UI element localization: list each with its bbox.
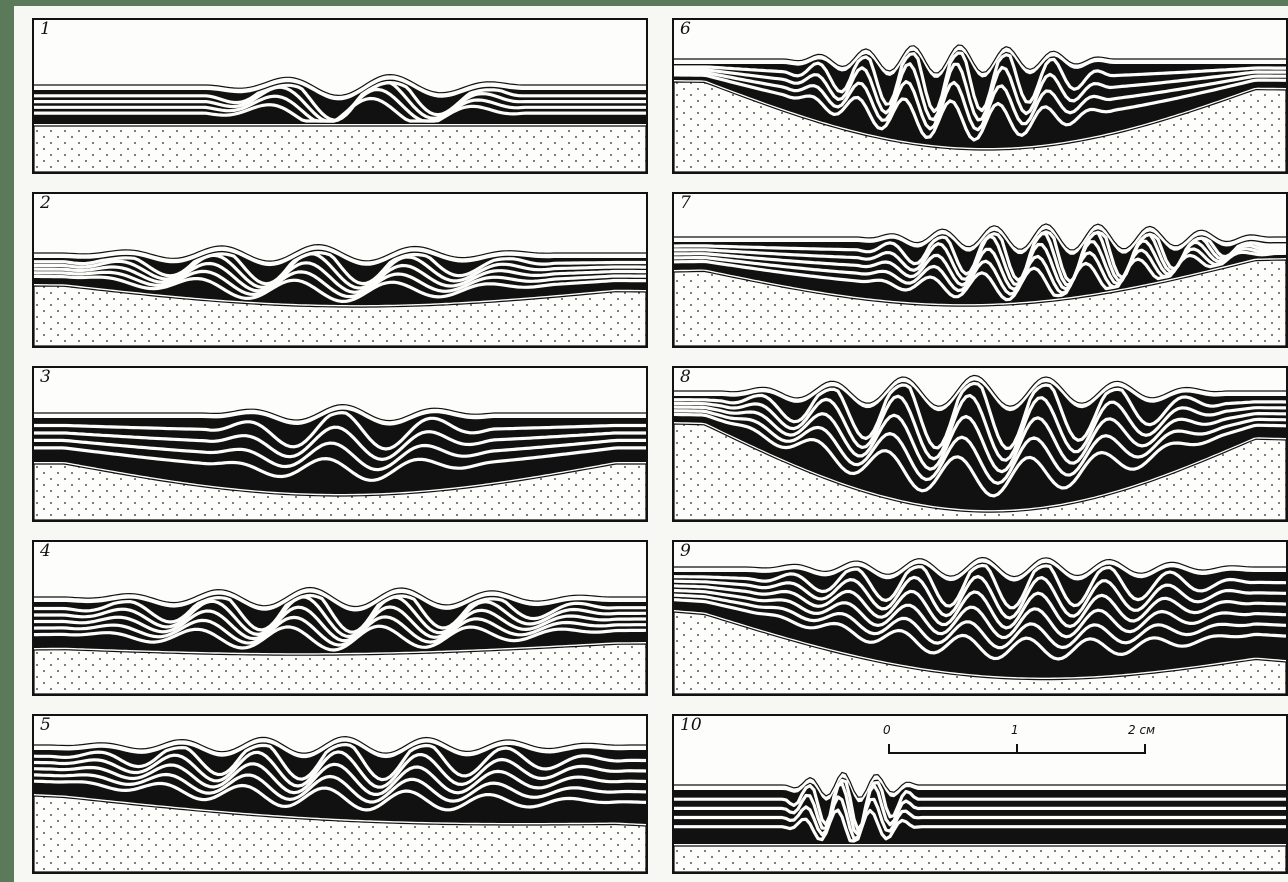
panel-6: 6 xyxy=(672,18,1288,174)
panel-9: 9 xyxy=(672,540,1288,696)
scale-label-1: 1 xyxy=(1011,724,1019,736)
panel-1: 1 xyxy=(32,18,648,174)
scale-tick-2 xyxy=(1144,744,1146,754)
fold-section-8 xyxy=(674,368,1286,520)
scale-tick-1 xyxy=(1016,744,1018,754)
panel-number: 7 xyxy=(680,195,691,212)
panel-8: 8 xyxy=(672,366,1288,522)
panel-5: 5 xyxy=(32,714,648,874)
sand-base xyxy=(34,126,646,172)
panel-number: 5 xyxy=(40,717,51,734)
fold-section-4 xyxy=(34,542,646,694)
fold-section-7 xyxy=(674,194,1286,346)
panel-number: 1 xyxy=(40,21,51,38)
panel-number: 4 xyxy=(40,543,51,560)
panel-10: 10 0 1 2 см xyxy=(672,714,1288,874)
scale-bar: 0 1 2 см xyxy=(874,724,1144,764)
fold-section-9 xyxy=(674,542,1286,694)
panel-number: 6 xyxy=(680,21,691,38)
fold-section-5 xyxy=(34,716,646,872)
panel-3: 3 xyxy=(32,366,648,522)
sand-base xyxy=(674,846,1286,872)
sediment-body xyxy=(674,777,1286,844)
scale-label-0: 0 xyxy=(883,724,891,736)
panel-7: 7 xyxy=(672,192,1288,348)
fold-section-1 xyxy=(34,20,646,172)
fold-section-2 xyxy=(34,194,646,346)
scale-tick-0 xyxy=(888,744,890,754)
figure-sheet: 1 2 3 4 5 6 7 8 9 10 0 1 2 см xyxy=(14,6,1288,882)
panel-number: 3 xyxy=(40,369,51,386)
panel-4: 4 xyxy=(32,540,648,696)
panel-number: 8 xyxy=(680,369,691,386)
scale-label-2: 2 см xyxy=(1128,724,1155,736)
panel-number: 9 xyxy=(680,543,691,560)
panel-2: 2 xyxy=(32,192,648,348)
fold-section-6 xyxy=(674,20,1286,172)
panel-number: 10 xyxy=(680,717,702,734)
panel-number: 2 xyxy=(40,195,51,212)
fold-section-3 xyxy=(34,368,646,520)
